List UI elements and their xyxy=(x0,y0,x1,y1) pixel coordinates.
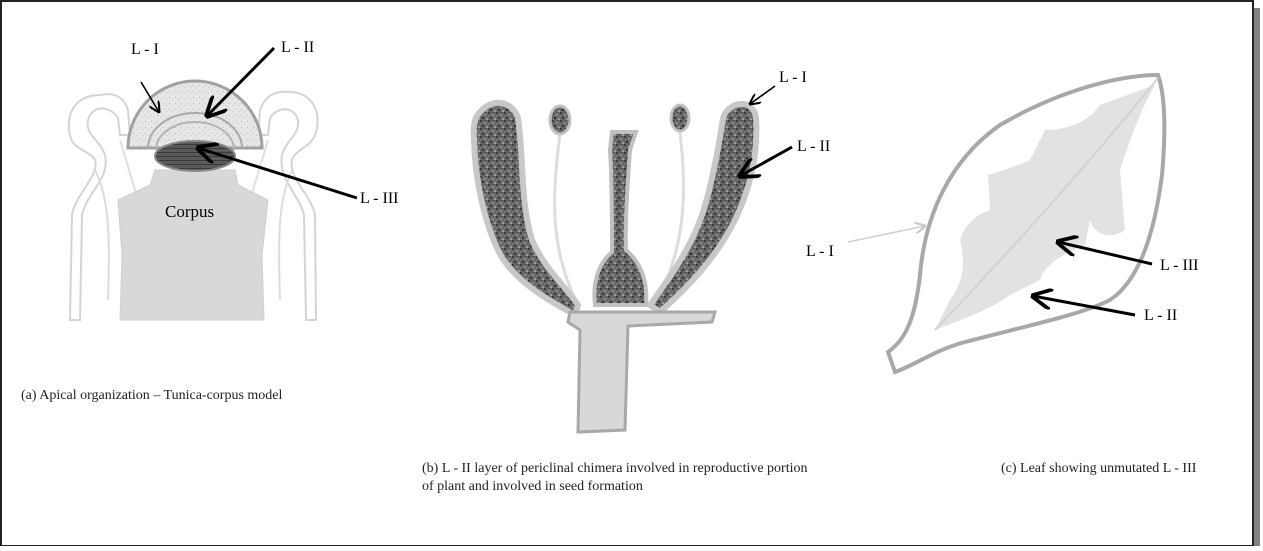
label-l1-c: L - I xyxy=(806,243,834,260)
label-l3-c: L - III xyxy=(1160,257,1199,274)
caption-c: (c) Leaf showing unmutated L - III xyxy=(1001,460,1241,478)
label-l2-c: L - II xyxy=(1144,307,1177,324)
label-corpus: Corpus xyxy=(165,202,214,221)
label-l1-a: L - I xyxy=(131,41,159,58)
label-l3-a: L - III xyxy=(360,190,399,207)
caption-a: (a) Apical organization – Tunica-corpus … xyxy=(21,387,361,405)
caption-b: (b) L - II layer of periclinal chimera i… xyxy=(422,460,822,496)
label-l2-a: L - II xyxy=(281,39,314,56)
label-l1-b: L - I xyxy=(779,69,807,86)
label-l2-b: L - II xyxy=(797,138,830,155)
